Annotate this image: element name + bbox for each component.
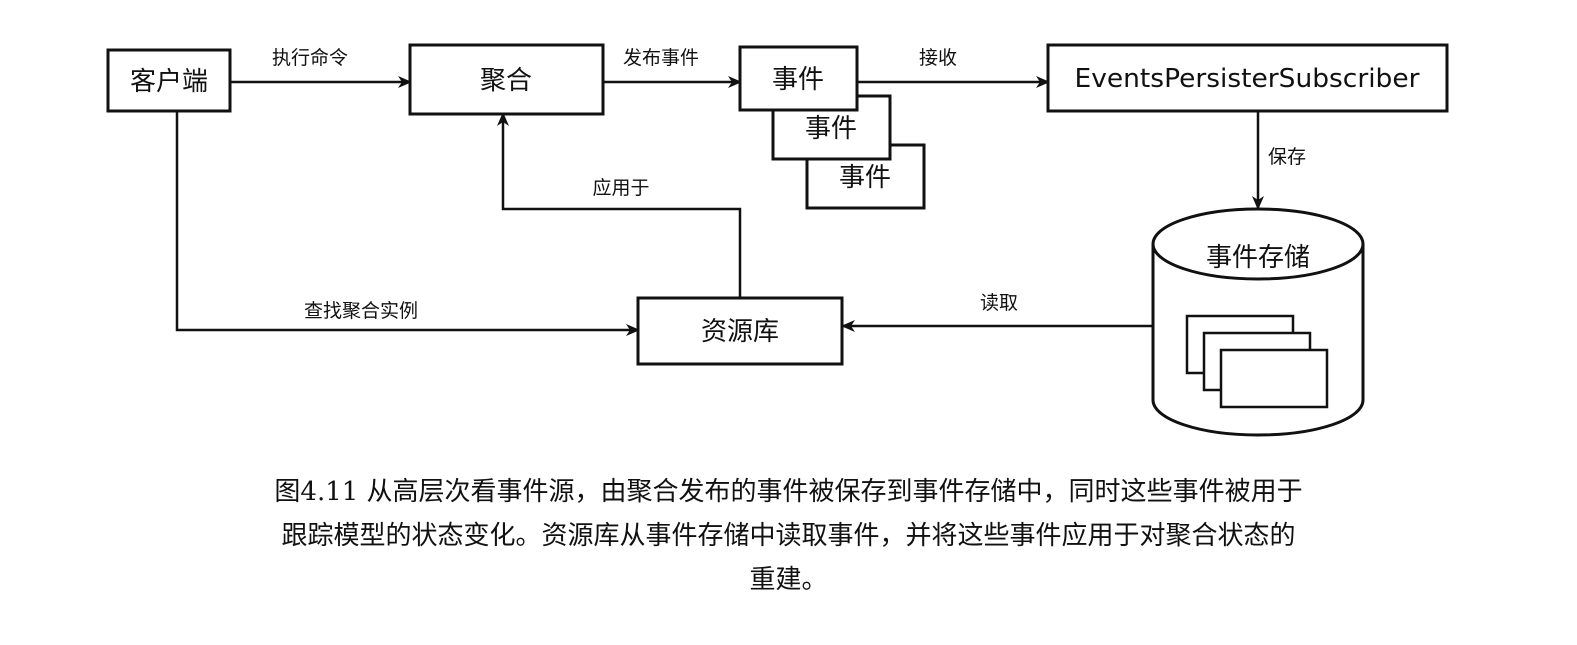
caption-line-3: 重建。 [749, 565, 828, 595]
edge-apply-to [497, 112, 742, 298]
aggregate-box [408, 43, 605, 116]
repository-label: 资源库 [701, 317, 779, 347]
stored-events-documents-icon [1185, 314, 1329, 409]
event-label-3: 事件 [839, 163, 891, 193]
client-label: 客户端 [130, 67, 208, 97]
event-store-label: 事件存储 [1206, 243, 1310, 273]
event-label-2: 事件 [805, 114, 857, 144]
event-box-1 [738, 45, 859, 112]
save-label: 保存 [1268, 146, 1306, 168]
caption-line-1: 图4.11 从高层次看事件源，由聚合发布的事件被保存到事件存储中，同时这些事件被… [274, 477, 1303, 507]
event-label-1: 事件 [772, 65, 824, 95]
apply-to-label: 应用于 [592, 177, 649, 199]
read-label: 读取 [980, 292, 1018, 314]
subscriber-label: EventsPersisterSubscriber [1075, 64, 1420, 94]
aggregate-label: 聚合 [480, 66, 532, 96]
publish-events-label: 发布事件 [623, 47, 699, 69]
receive-label: 接收 [919, 47, 957, 69]
edge-find-aggregate-instance [175, 111, 640, 336]
repository-box [636, 296, 844, 366]
execute-command-label: 执行命令 [272, 47, 348, 69]
event-sourcing-diagram: 客户端 聚合 事件 事件 事件 EventsPersisterSubscribe… [106, 43, 1449, 437]
client-box [106, 48, 232, 113]
caption-line-2: 跟踪模型的状态变化。资源库从事件存储中读取事件，并将这些事件应用于对聚合状态的 [281, 521, 1296, 551]
figure-caption: 图4.11 从高层次看事件源，由聚合发布的事件被保存到事件存储中，同时这些事件被… [0, 470, 1577, 602]
find-aggregate-instance-label: 查找聚合实例 [304, 300, 418, 322]
subscriber-box [1046, 43, 1449, 113]
